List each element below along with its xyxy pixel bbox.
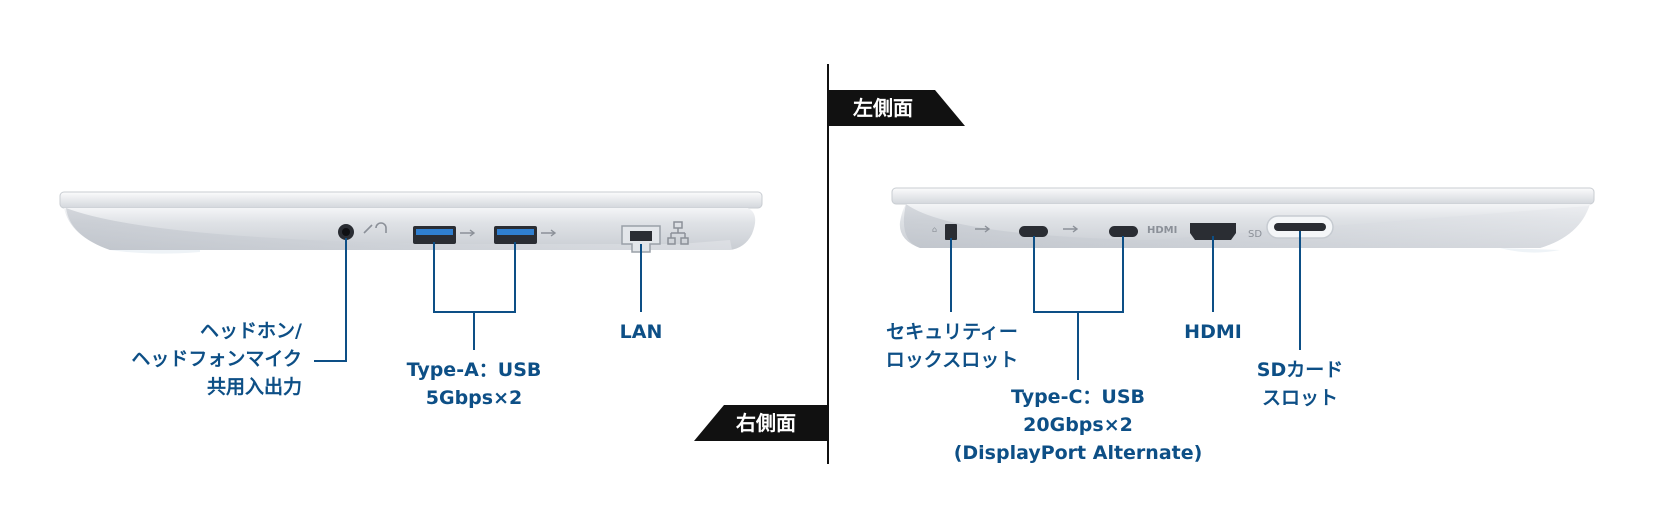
hdmi-port [1190,223,1236,240]
usb-ss-icon-2 [541,229,557,237]
usb-c-port-1 [1019,226,1048,237]
sd-card-slot [1274,223,1326,231]
network-icon [667,221,689,245]
left-side-tag-bg [828,90,965,126]
lan-port [621,225,661,253]
usb-ss-icon-4 [1063,225,1079,233]
usb-ss-icon-1 [460,229,476,237]
headphone-jack-inner [342,228,350,236]
security-lock-glyph: ⌂ [932,225,937,234]
hdmi-logo-icon: HDMI [1147,225,1177,236]
usb-a-port-1 [413,226,456,244]
callout-usb-c [1033,236,1124,380]
laptop-left-lid [891,187,1595,205]
laptop-right-bevel [66,208,732,250]
laptop-left-side: ⌂ HDMI SD [891,187,1595,253]
usb-c-port-2 [1109,226,1138,237]
security-lock-slot [945,224,957,240]
laptop-left-foot [1500,248,1560,253]
laptop-right-side [59,191,763,254]
usb-a-port-2 [494,226,537,244]
laptop-left-bevel [903,204,1590,248]
usb-ss-icon-3 [975,225,991,233]
sd-logo-icon: SD [1248,229,1262,240]
callout-lines [314,231,1301,380]
laptop-right-foot [110,250,200,254]
callout-usb-a [433,242,516,350]
callout-headphone [314,238,347,362]
headset-icon [363,222,387,234]
right-side-tag-bg [694,405,828,441]
laptop-right-lid [59,191,763,209]
